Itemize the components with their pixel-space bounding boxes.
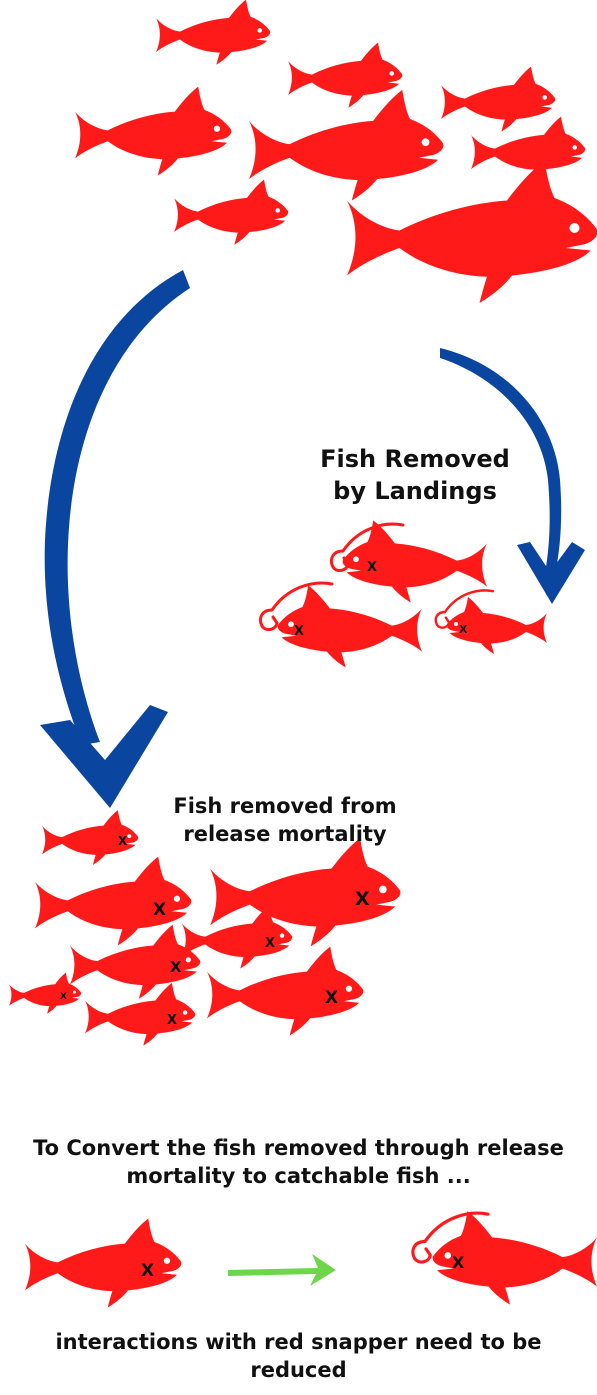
release-label-line: release mortality <box>150 820 420 848</box>
landings-group: X X X <box>260 520 547 667</box>
convert-caption-line: mortality to catchable fish ... <box>10 1162 587 1190</box>
dead-mark: X <box>294 624 304 639</box>
fish-icon <box>347 161 597 304</box>
dead-mark: X <box>60 992 67 1002</box>
fish-icon <box>174 180 288 245</box>
reduce-caption-line: reduced <box>30 1356 567 1384</box>
conversion-row: X X <box>25 1211 597 1307</box>
fish-icon <box>75 87 231 176</box>
dead-mark: X <box>459 623 468 636</box>
convert-caption: To Convert the fish removed through rele… <box>10 1134 587 1191</box>
straight-arrow-icon <box>228 1254 336 1286</box>
curved-arrow-icon <box>40 270 190 808</box>
landings-label: Fish Removed by Landings <box>300 443 530 508</box>
fish-icon <box>9 973 81 1014</box>
dead-mark: X <box>325 988 338 1008</box>
reduce-caption: interactions with red snapper need to be… <box>30 1328 567 1385</box>
release-label-line: Fish removed from <box>150 792 420 820</box>
dead-mark: X <box>452 1253 465 1272</box>
dead-mark: X <box>367 560 377 575</box>
fish-icon <box>207 947 363 1036</box>
fish-icon <box>156 0 270 65</box>
dead-mark: X <box>118 834 128 848</box>
fish-icon <box>471 117 585 182</box>
release-mortality-label: Fish removed from release mortality <box>150 792 420 849</box>
dead-mark: X <box>265 936 275 951</box>
fish-icon <box>249 90 443 201</box>
landings-label-line: by Landings <box>300 475 530 507</box>
population-group <box>75 0 597 303</box>
dead-mark: X <box>167 1013 177 1028</box>
fish-icon <box>288 43 402 108</box>
dead-mark: X <box>153 900 166 920</box>
landings-label-line: Fish Removed <box>300 443 530 475</box>
dead-mark: X <box>141 1261 154 1281</box>
fish-icon <box>85 983 195 1046</box>
fish-icon <box>25 1219 181 1308</box>
dead-mark: X <box>170 958 182 976</box>
convert-caption-line: To Convert the fish removed through rele… <box>10 1134 587 1162</box>
fish-icon <box>441 67 555 132</box>
dead-mark: X <box>355 888 370 910</box>
reduce-caption-line: interactions with red snapper need to be <box>30 1328 567 1356</box>
